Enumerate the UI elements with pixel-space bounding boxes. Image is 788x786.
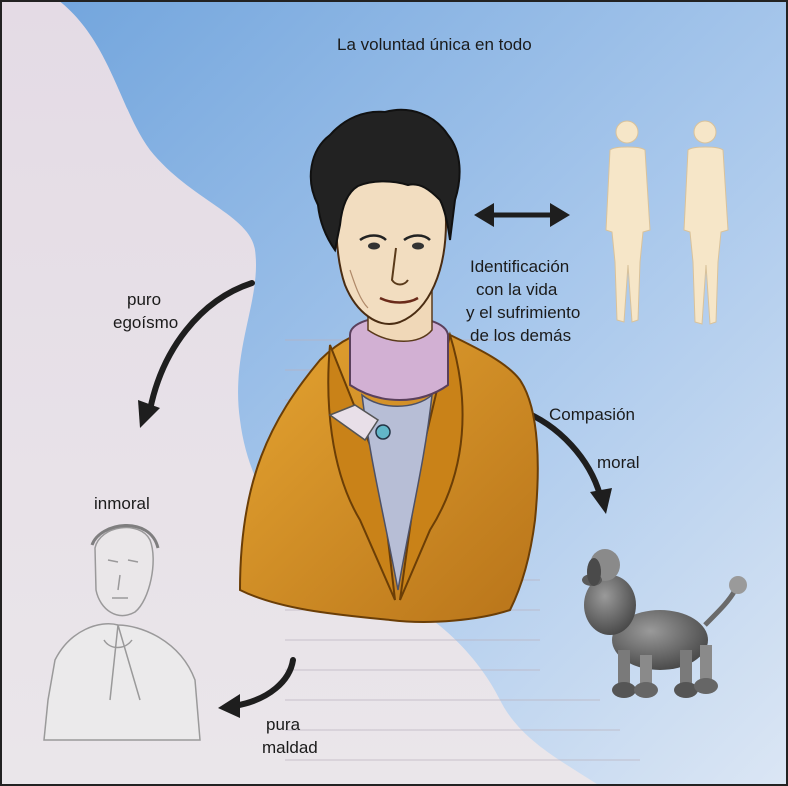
identification-label-line2: con la vida <box>476 279 557 300</box>
malice-label-line1: pura <box>266 714 300 735</box>
immoral-label: inmoral <box>94 493 150 514</box>
selfishness-label-line2: egoísmo <box>113 312 178 333</box>
malice-label-line2: maldad <box>262 737 318 758</box>
identification-label-line3: y el sufrimiento <box>466 302 580 323</box>
compassion-label: Compasión <box>549 404 635 425</box>
selfishness-label-line1: puro <box>127 289 161 310</box>
identification-label-line4: de los demás <box>470 325 571 346</box>
diagram-title: La voluntad única en todo <box>337 34 532 55</box>
identification-label-line1: Identificación <box>470 256 569 277</box>
moral-label: moral <box>597 452 640 473</box>
